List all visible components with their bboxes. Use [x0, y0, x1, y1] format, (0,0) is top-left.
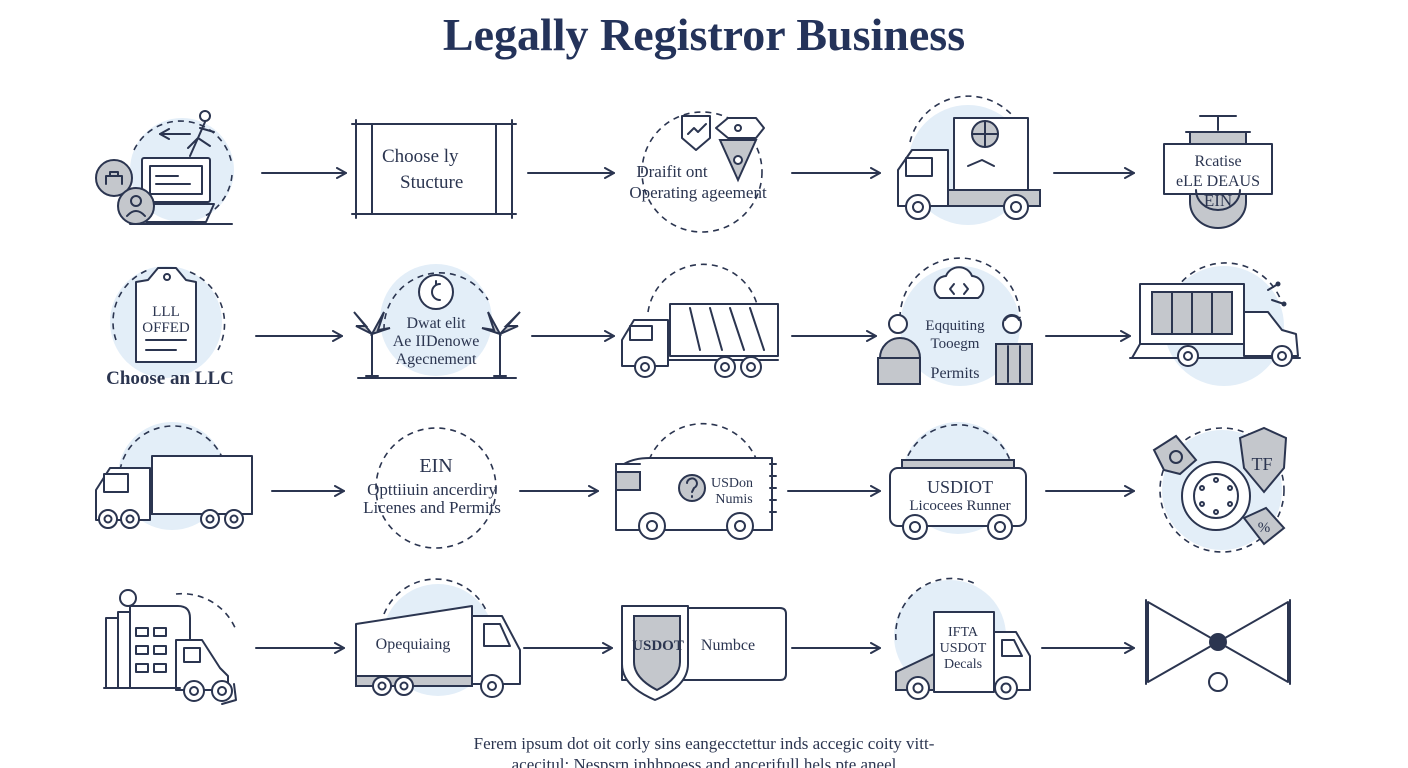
llc-tag-icon [110, 266, 226, 378]
step-r4c3-line-1: Numbce [701, 637, 755, 654]
agreement-award-icon [353, 264, 521, 379]
footer-caption-line-1: acecitul: Nespsrn inhhpoess and ancerifu… [511, 755, 897, 768]
permits-people-icon [877, 257, 1033, 386]
step-r2c4-line-1: Tooegm [931, 336, 980, 352]
step-r3c3: USDon Numis [615, 422, 777, 540]
step-r2c4-line-2: Permits [931, 365, 980, 382]
box-truck-icon [621, 263, 779, 378]
step-r2c4: Eqquiting Tooegm Permits [877, 257, 1033, 386]
step-r2c3 [621, 263, 779, 378]
operating-truck-icon [355, 578, 521, 698]
step-r1c4 [897, 95, 1041, 225]
structure-frame-icon [351, 119, 517, 219]
step-r1c3: Draifit ont Operating ageement [629, 111, 767, 233]
step-r1c2: Choose ly Stucture [351, 119, 517, 219]
step-r2c2-line-1: Ae IIDenowe [393, 333, 480, 350]
step-r4c2: Opequiaing [355, 578, 521, 698]
step-r2c2-line-2: Agecnement [396, 351, 477, 368]
step-r4c3-line-0: USDOT [632, 638, 684, 654]
step-r1c5-line-1: eLE DEAUS [1176, 173, 1260, 190]
step-r3c4: USDIOT Licocees Runner [889, 422, 1027, 540]
bowtie-icon [1145, 599, 1291, 692]
step-r1c5-line-2: EIN [1204, 191, 1232, 210]
step-r1c5: Rcatise eLE DEAUS EIN [1163, 115, 1273, 229]
step-r1c5-line-0: Rcatise [1194, 153, 1241, 170]
step-r3c2-line-0: EIN [419, 455, 452, 477]
footer-caption: Ferem ipsum dot oit corly sins eangeccte… [0, 733, 1408, 768]
step-r3c2-line-1: Opttiiuin ancerdiry [367, 480, 497, 499]
step-r4c4: IFTA USDOT Decals [894, 577, 1031, 700]
step-r3c3-line-1: Numis [715, 492, 752, 507]
warehouse-truck-icon [103, 589, 237, 705]
step-r3c5-line-1: % [1258, 520, 1271, 536]
step-r4c4-line-1: USDOT [940, 641, 987, 656]
agreement-seal-icon [641, 111, 765, 233]
connectors [255, 167, 1135, 654]
ein-sign-icon [1163, 115, 1273, 229]
step-r4c2-line-0: Opequiaing [376, 636, 451, 653]
step-r3c4-line-1: Licocees Runner [909, 498, 1010, 514]
step-r2c2-line-0: Dwat elit [406, 315, 466, 332]
ifta-truck-icon [894, 577, 1031, 700]
step-r4c3: USDOT Numbce [621, 605, 787, 701]
usdot-shield-icon [621, 605, 787, 701]
delivery-truck-icon [897, 95, 1041, 225]
step-r2c1-caption: Choose an LLC [106, 368, 234, 389]
step-r2c4-line-0: Eqquiting [925, 318, 985, 334]
licenses-circle-icon [375, 427, 497, 549]
step-r2c1: LLL OFFED Choose an LLC [106, 266, 234, 389]
step-r3c4-line-0: USDIOT [927, 477, 993, 497]
usdot-van-icon [615, 422, 777, 540]
step-r1c3-line-1: Operating ageement [629, 183, 767, 202]
step-r2c1-line-0: LLL [152, 304, 180, 320]
step-r4c4-line-0: IFTA [948, 625, 979, 640]
step-r1c1 [95, 110, 234, 225]
step-r2c1-line-1: OFFED [142, 320, 190, 336]
step-r1c3-line-0: Draifit ont [636, 162, 708, 181]
step-r1c2-line-1: Stucture [400, 172, 463, 193]
truck-icon [95, 422, 253, 530]
step-r3c2-line-2: Licenes and Permits [363, 498, 501, 517]
tax-wheel-icon [1152, 426, 1288, 553]
step-r3c2: EIN Opttiiuin ancerdiry Licenes and Perm… [363, 427, 501, 549]
step-r1c2-line-0: Choose ly [382, 146, 459, 167]
cargo-truck-icon [1129, 262, 1301, 386]
footer-caption-line-0: Ferem ipsum dot oit corly sins eangeccte… [473, 734, 935, 753]
step-r3c5: TF % [1152, 426, 1288, 553]
step-r3c5-line-0: TF [1251, 454, 1272, 474]
step-r4c5 [1145, 599, 1291, 692]
step-r3c3-line-0: USDon [711, 476, 753, 491]
step-r2c2: Dwat elit Ae IIDenowe Agecnement [353, 264, 521, 379]
step-r4c4-line-2: Decals [944, 657, 982, 672]
page-title: Legally Registror Business [442, 9, 966, 60]
step-r2c5 [1129, 262, 1301, 386]
usdot-badge-icon [889, 422, 1027, 540]
step-r4c1 [103, 589, 237, 705]
registration-desk-icon [95, 110, 234, 225]
step-r3c1 [95, 422, 253, 530]
